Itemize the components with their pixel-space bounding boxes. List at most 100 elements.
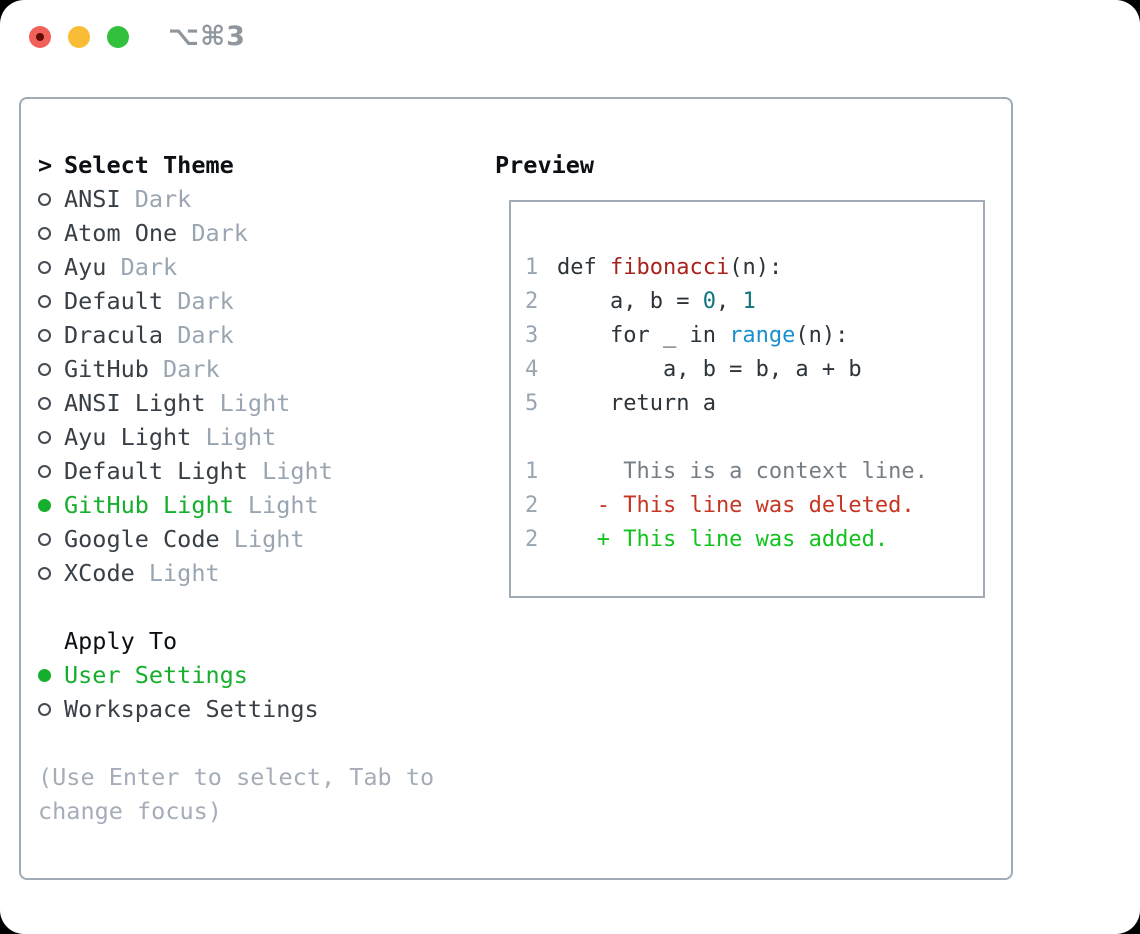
theme-list-header: > Select Theme	[38, 148, 434, 182]
help-text: (Use Enter to select, Tab to change focu…	[38, 760, 434, 828]
theme-item[interactable]: Ayu Light Light	[38, 420, 434, 454]
help-line: (Use Enter to select, Tab to	[38, 763, 435, 791]
theme-name: Ayu Light	[64, 423, 192, 451]
theme-name: Ayu	[64, 253, 107, 281]
theme-item[interactable]: Default Dark	[38, 284, 434, 318]
theme-variant: Dark	[191, 219, 248, 247]
code-token-plain: return a	[557, 391, 716, 416]
theme-name: Dracula	[64, 321, 164, 349]
theme-name: Default	[64, 287, 164, 315]
apply-option[interactable]: User Settings	[38, 658, 434, 692]
code-token-plain: a, b =	[557, 289, 703, 314]
theme-item[interactable]: Google Code Light	[38, 522, 434, 556]
theme-item[interactable]: Default Light Light	[38, 454, 434, 488]
code-line: 2 + This line was added.	[525, 523, 983, 557]
theme-list: ANSI Dark Atom One Dark Ayu Dark Default…	[38, 182, 434, 590]
theme-item[interactable]: Atom One Dark	[38, 216, 434, 250]
apply-option-name: Workspace Settings	[64, 695, 319, 723]
code-content: a, b = b, a + b	[557, 353, 862, 387]
theme-item[interactable]: XCode Light	[38, 556, 434, 590]
zoom-button[interactable]	[107, 26, 129, 48]
code-token-number: 0	[702, 289, 716, 314]
theme-name: Google Code	[64, 525, 220, 553]
code-token-plain: ,	[715, 289, 743, 314]
radio-icon	[38, 260, 51, 274]
theme-picker-panel	[19, 97, 1013, 880]
radio-marker	[38, 498, 64, 512]
line-number: 2	[525, 527, 539, 552]
code-preview: 1 def fibonacci(n): 2 a, b = 0, 1 3 for …	[525, 251, 983, 557]
spacer	[38, 726, 434, 760]
code-line	[525, 421, 983, 455]
code-token-context: This is a context line.	[557, 459, 928, 484]
radio-marker	[38, 464, 64, 478]
theme-item[interactable]: GitHub Dark	[38, 352, 434, 386]
minimize-button[interactable]	[68, 26, 90, 48]
radio-icon	[38, 294, 51, 308]
theme-list-title: Select Theme	[64, 151, 234, 179]
radio-marker	[38, 430, 64, 444]
theme-name: Atom One	[64, 219, 178, 247]
code-content: a, b = 0, 1	[557, 285, 756, 319]
window-title: ⌥⌘3	[168, 21, 246, 52]
code-token-plain: for _ in	[557, 323, 730, 348]
preview-title: Preview	[495, 151, 595, 179]
apply-to-title: Apply To	[64, 627, 178, 655]
code-content: This is a context line.	[557, 455, 928, 489]
code-line: 2 a, b = 0, 1	[525, 285, 983, 319]
close-button[interactable]	[29, 26, 51, 48]
theme-item[interactable]: ANSI Dark	[38, 182, 434, 216]
code-content: - This line was deleted.	[557, 489, 915, 523]
theme-variant: Light	[205, 423, 277, 451]
line-number: 3	[525, 323, 539, 348]
radio-marker	[38, 702, 64, 716]
line-number: 1	[525, 255, 539, 280]
theme-item[interactable]: Ayu Dark	[38, 250, 434, 284]
theme-variant: Dark	[163, 355, 220, 383]
theme-column: > Select Theme ANSI Dark Atom One Dark A…	[38, 148, 434, 828]
radio-marker	[38, 294, 64, 308]
theme-variant: Dark	[177, 321, 234, 349]
theme-variant: Light	[247, 491, 319, 519]
apply-to-list: User Settings Workspace Settings	[38, 658, 434, 726]
record-dot-icon	[36, 33, 44, 41]
radio-marker	[38, 260, 64, 274]
code-content: + This line was added.	[557, 523, 888, 557]
preview-box: 1 def fibonacci(n): 2 a, b = 0, 1 3 for …	[509, 200, 985, 598]
titlebar: ⌥⌘3	[29, 21, 246, 52]
apply-option[interactable]: Workspace Settings	[38, 692, 434, 726]
line-number: 5	[525, 391, 539, 416]
code-line: 2 - This line was deleted.	[525, 489, 983, 523]
line-number: 2	[525, 493, 539, 518]
apply-to-header: Apply To	[38, 624, 434, 658]
code-token-deleted: - This line was deleted.	[557, 493, 915, 518]
theme-name: ANSI Light	[64, 389, 206, 417]
theme-item[interactable]: ANSI Light Light	[38, 386, 434, 420]
code-line: 5 return a	[525, 387, 983, 421]
theme-variant: Dark	[177, 287, 234, 315]
code-token-added: + This line was added.	[557, 527, 889, 552]
theme-item[interactable]: Dracula Dark	[38, 318, 434, 352]
code-line: 3 for _ in range(n):	[525, 319, 983, 353]
radio-icon	[38, 430, 51, 444]
theme-variant: Light	[233, 525, 305, 553]
radio-icon	[38, 328, 51, 342]
code-line: 1 def fibonacci(n):	[525, 251, 983, 285]
code-token-function: fibonacci	[609, 255, 730, 280]
code-content: def fibonacci(n):	[557, 251, 782, 285]
code-content: for _ in range(n):	[557, 319, 848, 353]
theme-variant: Dark	[120, 253, 178, 281]
code-content: return a	[557, 387, 716, 421]
theme-variant: Light	[148, 559, 220, 587]
theme-name: GitHub	[64, 355, 149, 383]
theme-item[interactable]: GitHub Light Light	[38, 488, 434, 522]
radio-marker	[38, 532, 64, 546]
radio-icon	[38, 464, 51, 478]
radio-icon	[38, 362, 51, 376]
radio-marker	[38, 192, 64, 206]
radio-marker	[38, 396, 64, 410]
theme-variant: Light	[262, 457, 333, 485]
theme-name: ANSI	[64, 185, 121, 213]
radio-marker	[38, 328, 64, 342]
radio-icon	[38, 702, 51, 716]
